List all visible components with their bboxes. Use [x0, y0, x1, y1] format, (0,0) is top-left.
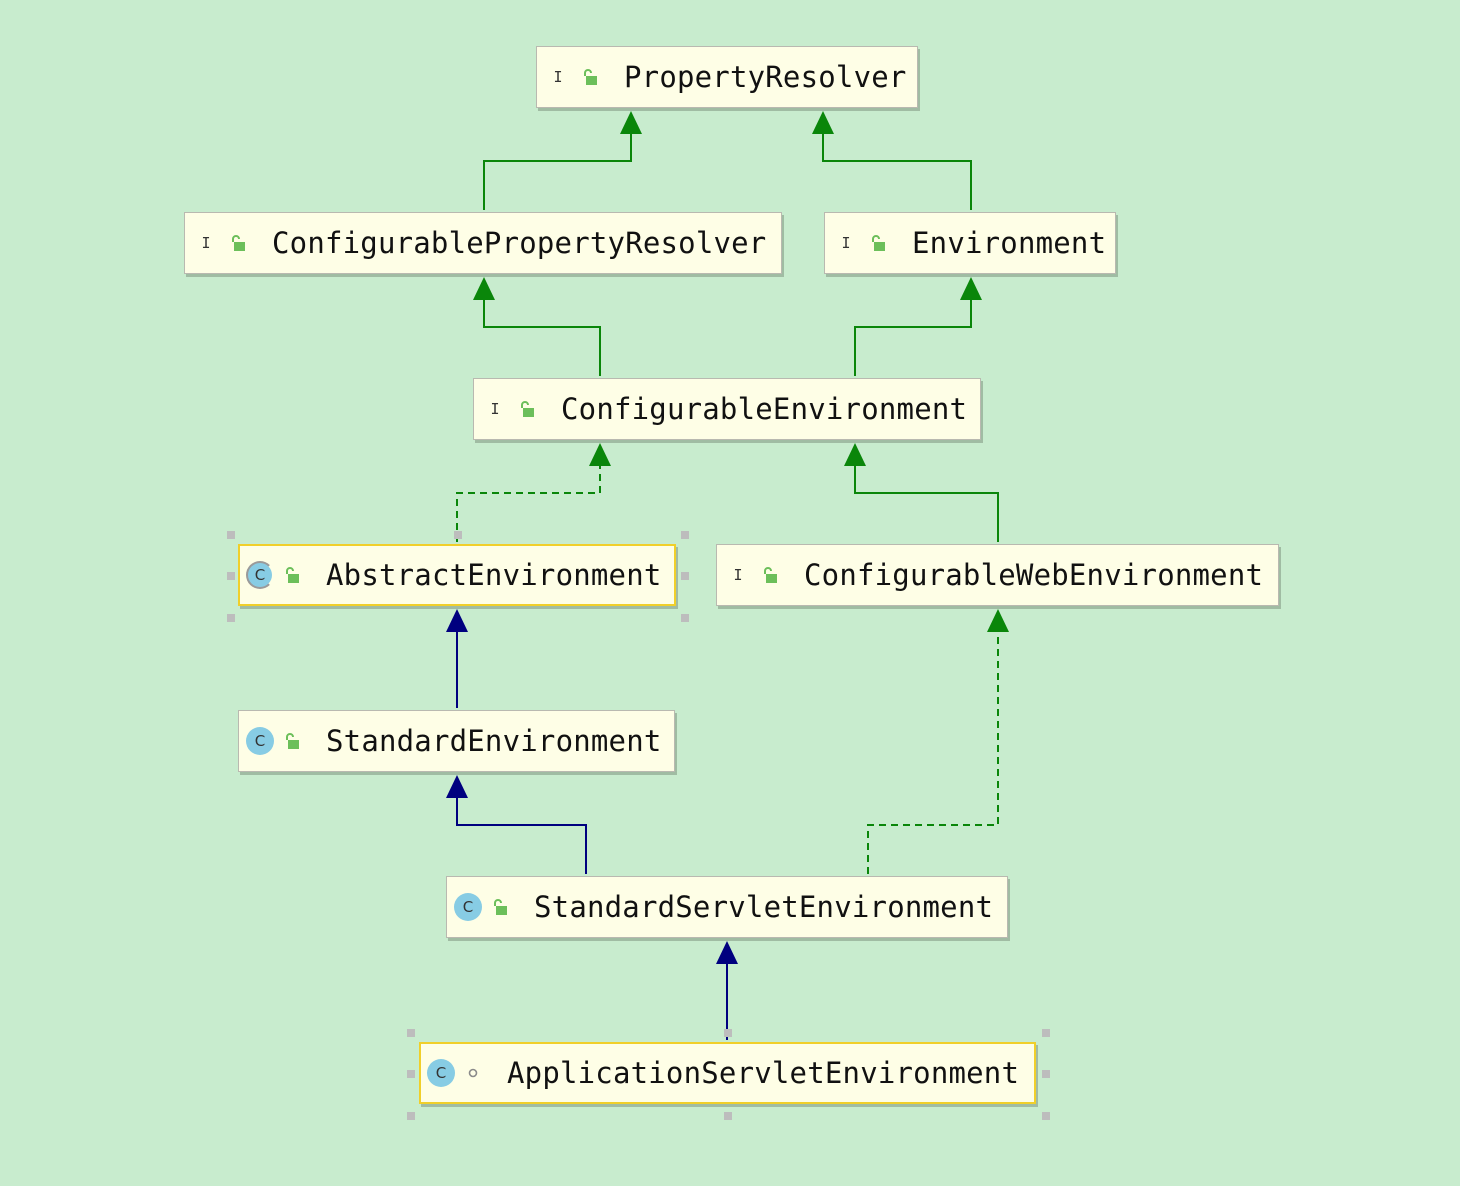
edge-standard-servlet-environment-to-standard-environment	[456, 797, 587, 874]
selection-handle[interactable]	[681, 614, 689, 622]
interface-icon: I	[553, 68, 563, 86]
node-label: PropertyResolver	[624, 60, 907, 94]
unlock-icon	[764, 567, 777, 583]
node-environment[interactable]: I Environment	[824, 212, 1116, 274]
unlock-icon	[584, 69, 597, 85]
selection-handle[interactable]	[454, 531, 462, 539]
selection-handle[interactable]	[681, 572, 689, 580]
unlock-icon	[286, 567, 299, 583]
unlock-icon	[494, 899, 507, 915]
class-icon: C	[427, 1059, 455, 1087]
node-property-resolver[interactable]: I PropertyResolver	[536, 46, 918, 108]
node-label: ConfigurableEnvironment	[561, 392, 968, 426]
selection-handle[interactable]	[1042, 1029, 1050, 1037]
arrowhead-application-servlet-environment-to-standard-servlet-environment	[716, 941, 738, 964]
node-configurable-web-environment[interactable]: I ConfigurableWebEnvironment	[716, 544, 1279, 606]
unlock-icon	[232, 235, 245, 251]
selection-handle[interactable]	[407, 1070, 415, 1078]
node-label: Environment	[912, 226, 1107, 260]
class-icon: C	[454, 893, 482, 921]
edge-environment-to-property-resolver	[822, 133, 972, 210]
class-icon: C	[246, 727, 274, 755]
selection-handle[interactable]	[1042, 1112, 1050, 1120]
selection-handle[interactable]	[407, 1029, 415, 1037]
node-standard-servlet-environment[interactable]: C StandardServletEnvironment	[446, 876, 1008, 938]
arrowhead-configurable-environment-to-configurable-property-resolver	[473, 277, 495, 300]
arrowhead-configurable-environment-to-environment	[960, 277, 982, 300]
interface-icon: I	[490, 400, 500, 418]
arrowhead-standard-environment-to-abstract-environment	[446, 609, 468, 632]
unlock-icon	[286, 733, 299, 749]
selection-handle[interactable]	[227, 572, 235, 580]
node-abstract-environment[interactable]: C AbstractEnvironment	[238, 544, 676, 606]
interface-icon: I	[733, 566, 743, 584]
node-application-servlet-environment[interactable]: C ApplicationServletEnvironment	[419, 1042, 1036, 1104]
edge-configurable-property-resolver-to-property-resolver	[483, 133, 632, 210]
arrowhead-configurable-web-environment-to-configurable-environment	[844, 443, 866, 466]
selection-handle[interactable]	[407, 1112, 415, 1120]
arrowhead-environment-to-property-resolver	[812, 111, 834, 134]
node-label: AbstractEnvironment	[326, 558, 662, 592]
node-configurable-environment[interactable]: I ConfigurableEnvironment	[473, 378, 981, 440]
selection-handle[interactable]	[227, 614, 235, 622]
node-label: ConfigurableWebEnvironment	[804, 558, 1264, 592]
selection-handle[interactable]	[1042, 1070, 1050, 1078]
arrowhead-abstract-environment-to-configurable-environment	[589, 443, 611, 466]
node-label: StandardServletEnvironment	[534, 890, 994, 924]
selection-handle[interactable]	[681, 531, 689, 539]
unlock-icon	[872, 235, 885, 251]
abstract-class-icon: C	[246, 561, 274, 589]
edge-abstract-environment-to-configurable-environment	[456, 465, 601, 542]
node-label: ConfigurablePropertyResolver	[272, 226, 767, 260]
selection-handle[interactable]	[724, 1029, 732, 1037]
edge-standard-servlet-environment-to-configurable-web-environment	[867, 631, 999, 874]
edge-configurable-environment-to-configurable-property-resolver	[483, 299, 601, 376]
node-standard-environment[interactable]: C StandardEnvironment	[238, 710, 675, 772]
node-label: ApplicationServletEnvironment	[507, 1056, 1020, 1090]
arrowhead-configurable-property-resolver-to-property-resolver	[620, 111, 642, 134]
node-configurable-property-resolver[interactable]: I ConfigurablePropertyResolver	[184, 212, 782, 274]
arrowhead-standard-servlet-environment-to-standard-environment	[446, 775, 468, 798]
arrowhead-standard-servlet-environment-to-configurable-web-environment	[987, 609, 1009, 632]
unlock-icon	[521, 401, 534, 417]
selection-handle[interactable]	[227, 531, 235, 539]
node-label: StandardEnvironment	[326, 724, 662, 758]
edge-configurable-web-environment-to-configurable-environment	[854, 465, 999, 542]
circle-icon	[468, 1068, 478, 1078]
selection-handle[interactable]	[724, 1112, 732, 1120]
interface-icon: I	[841, 234, 851, 252]
interface-icon: I	[201, 234, 211, 252]
edge-configurable-environment-to-environment	[854, 299, 972, 376]
